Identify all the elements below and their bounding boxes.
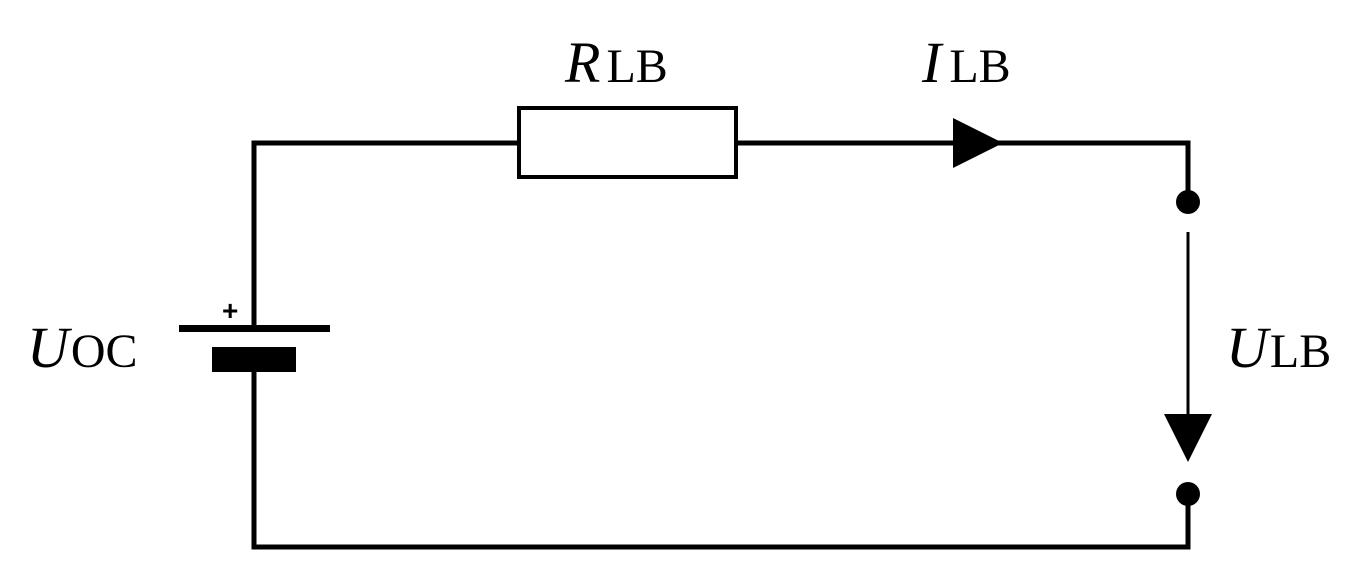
wire-bottom xyxy=(251,369,1191,550)
current-label-sub: LB xyxy=(949,40,1010,93)
terminal-top xyxy=(1176,190,1200,214)
current-arrow-icon xyxy=(953,118,1003,168)
wires xyxy=(251,140,1191,550)
terminal-voltage-label-sub: LB xyxy=(1270,325,1331,378)
resistor xyxy=(517,106,738,179)
resistor-label-sub: LB xyxy=(606,40,667,93)
voltage-arrow-head-icon xyxy=(1164,414,1212,462)
battery-negative-plate xyxy=(212,347,296,372)
source-voltage-label-main: U xyxy=(27,315,73,380)
resistor-label-main: R xyxy=(564,30,600,95)
wire-top-left xyxy=(251,140,521,331)
source-voltage-label: UOC xyxy=(27,315,138,380)
terminal-bottom xyxy=(1176,482,1200,506)
battery-positive-plate xyxy=(179,325,330,332)
battery-source: + xyxy=(179,295,330,372)
battery-plus-sign: + xyxy=(222,295,238,326)
terminal-voltage-label-main: U xyxy=(1226,315,1272,380)
voltage-arrow xyxy=(1164,232,1212,462)
source-voltage-label-sub: OC xyxy=(71,325,138,378)
current-label-main: I xyxy=(921,30,944,95)
terminal-voltage-label: ULB xyxy=(1226,315,1331,380)
